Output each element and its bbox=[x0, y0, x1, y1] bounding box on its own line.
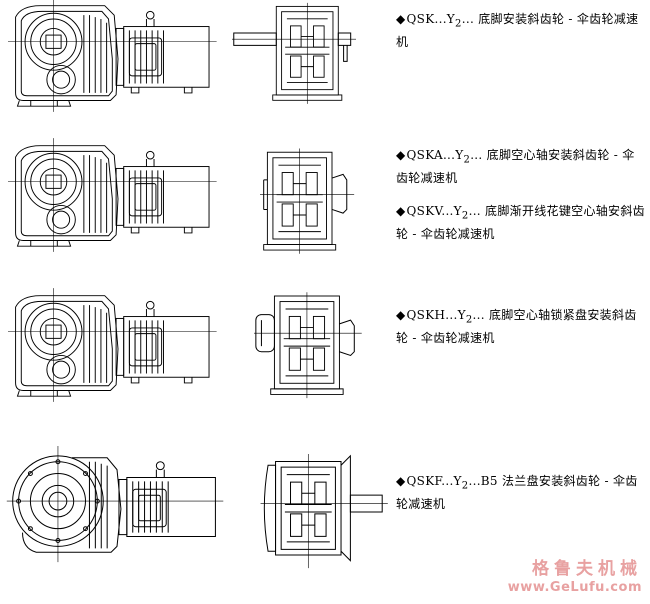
gearbox-side-view-qskh bbox=[7, 287, 217, 403]
description-qskv: ◆QSKV...Y2... 底脚渐开线花键空心轴安斜齿轮 - 伞齿轮减速机 bbox=[396, 202, 646, 244]
bullet-diamond-icon: ◆ bbox=[396, 204, 406, 218]
bullet-diamond-icon: ◆ bbox=[396, 148, 406, 162]
brand-watermark: 格鲁夫机械 www.GeLufu.com bbox=[508, 558, 642, 596]
gearbox-side-view-qskf bbox=[4, 446, 230, 570]
sub: 2 bbox=[461, 480, 469, 492]
bullet-diamond-icon: ◆ bbox=[396, 474, 406, 488]
gearbox-end-view-qsk bbox=[232, 4, 356, 108]
dots: ... bbox=[470, 148, 483, 162]
model-code: QSKH bbox=[406, 308, 446, 322]
description-text: 底脚安装斜齿轮 - 伞齿轮减速机 bbox=[396, 12, 639, 50]
brand-url: www.GeLufu.com bbox=[507, 580, 642, 595]
brand-name: 格鲁夫机械 bbox=[532, 559, 642, 579]
dots: ...B5 bbox=[468, 474, 498, 488]
seq: ...Y bbox=[434, 12, 456, 26]
gearbox-end-view-qskf bbox=[264, 454, 390, 570]
seq: ...Y bbox=[442, 148, 464, 162]
bullet-diamond-icon: ◆ bbox=[396, 12, 406, 26]
sub: 2 bbox=[455, 18, 462, 30]
description-qskf: ◆QSKF...Y2...B5 法兰盘安装斜齿轮 - 伞齿轮减速机 bbox=[396, 472, 646, 514]
description-qsk: ◆QSK...Y2... 底脚安装斜齿轮 - 伞齿轮减速机 bbox=[396, 10, 646, 52]
gearbox-end-view-qskh bbox=[254, 296, 358, 400]
seq: ...Y bbox=[441, 474, 462, 488]
model-code: QSK bbox=[406, 12, 435, 26]
sub: 2 bbox=[463, 154, 471, 166]
sub: 2 bbox=[465, 314, 473, 326]
description-text: 底脚渐开线花键空心轴安斜齿轮 - 伞齿轮减速机 bbox=[396, 204, 645, 242]
dots: ... bbox=[472, 308, 485, 322]
sub: 2 bbox=[461, 210, 469, 222]
description-qskh: ◆QSKH...Y2... 底脚空心轴锁紧盘安装斜齿轮 - 伞齿轮减速机 bbox=[396, 306, 646, 348]
dots: ... bbox=[461, 12, 475, 26]
description-text: 底脚空心轴安装斜齿轮 - 伞齿轮减速机 bbox=[396, 148, 635, 186]
description-text: 法兰盘安装斜齿轮 - 伞齿轮减速机 bbox=[396, 474, 638, 512]
seq: ...Y bbox=[445, 308, 466, 322]
gearbox-side-view-qska bbox=[7, 137, 217, 253]
model-code: QSKA bbox=[406, 148, 443, 162]
bullet-diamond-icon: ◆ bbox=[396, 308, 406, 322]
gearbox-end-view-qska bbox=[260, 152, 356, 254]
seq: ...Y bbox=[441, 204, 462, 218]
dots: ... bbox=[468, 204, 481, 218]
model-code: QSKF bbox=[406, 474, 442, 488]
model-code: QSKV bbox=[406, 204, 442, 218]
description-qska: ◆QSKA...Y2... 底脚空心轴安装斜齿轮 - 伞齿轮减速机 bbox=[396, 146, 646, 188]
description-text: 底脚空心轴锁紧盘安装斜齿轮 - 伞齿轮减速机 bbox=[396, 308, 637, 346]
gearbox-side-view-qsk bbox=[7, 0, 217, 113]
